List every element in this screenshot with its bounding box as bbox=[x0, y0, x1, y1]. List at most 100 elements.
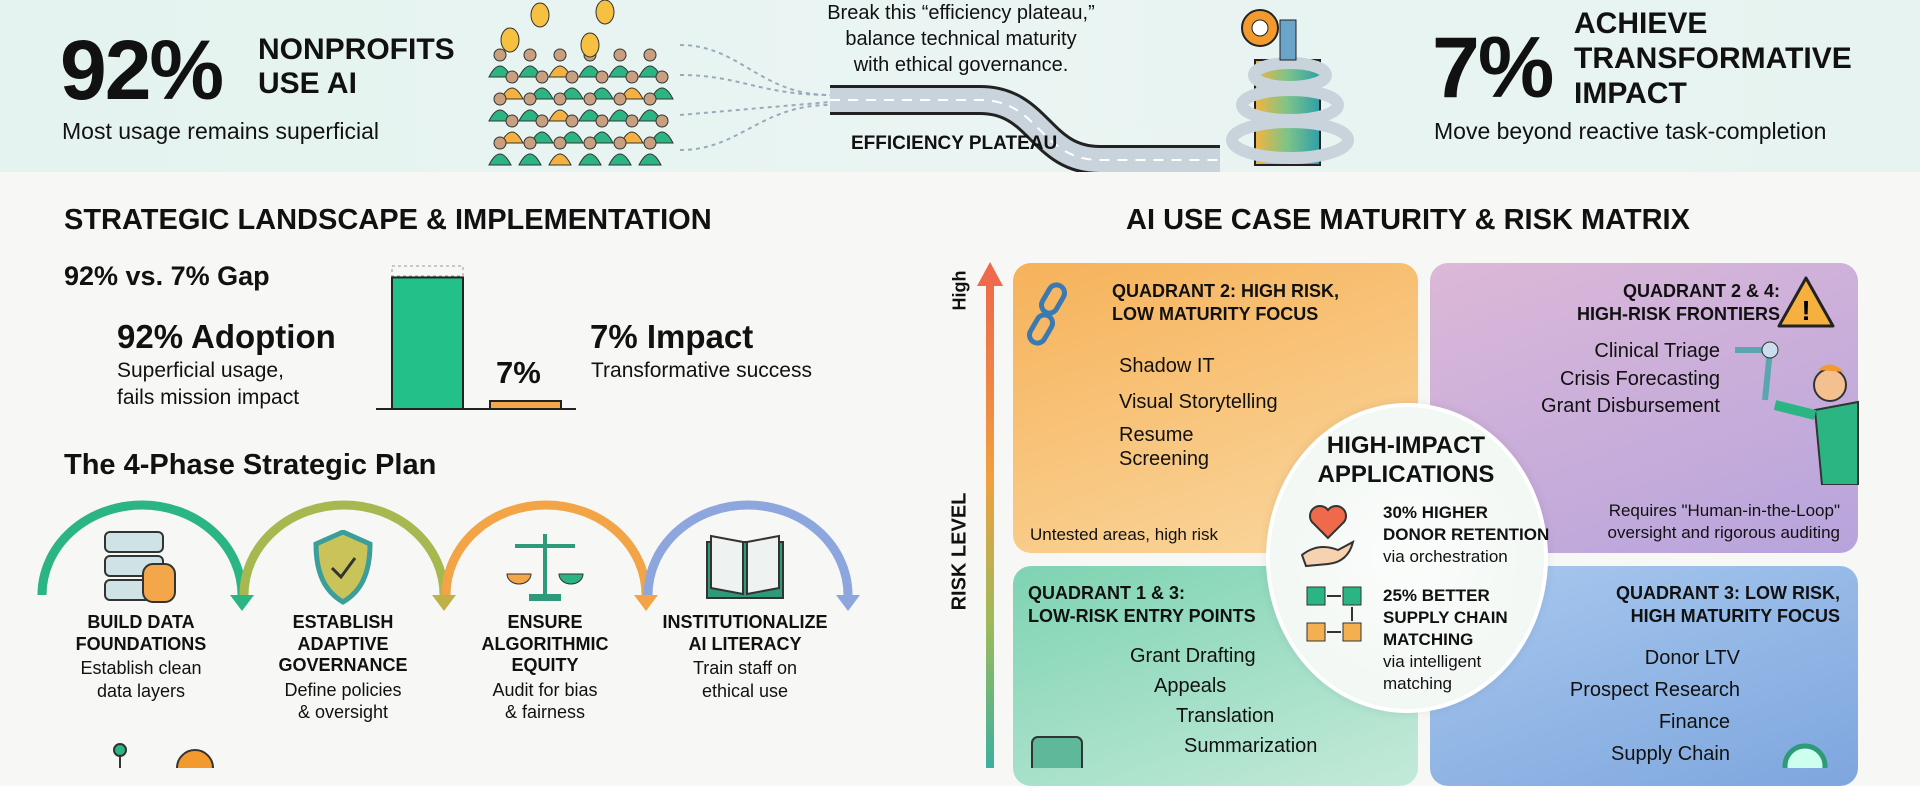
label-line: NONPROFITS bbox=[258, 33, 455, 66]
book-icon bbox=[706, 534, 784, 599]
label-line: IMPACT bbox=[1574, 77, 1687, 111]
quote-line: Break this “efficiency plateau,” bbox=[827, 2, 1095, 24]
adoption-sub: Most usage remains superficial bbox=[62, 118, 380, 144]
use-case-item: Crisis Forecasting bbox=[1559, 367, 1720, 390]
person-head bbox=[655, 114, 669, 128]
stat-note: matching bbox=[1383, 674, 1452, 694]
section-title: STRATEGIC LANDSCAPE & IMPLEMENTATION bbox=[64, 204, 712, 236]
impact-desc: Transformative success bbox=[591, 359, 812, 382]
use-case-item: Grant Disbursement bbox=[1541, 395, 1720, 418]
axis-high-label: High bbox=[949, 270, 970, 311]
people-crowd-icon bbox=[488, 0, 674, 166]
matrix-title: AI USE CASE MATURITY & RISK MATRIX bbox=[1126, 204, 1690, 236]
person-head bbox=[505, 70, 519, 84]
person-head bbox=[535, 114, 549, 128]
person-icon bbox=[638, 153, 662, 166]
use-case-item: Shadow IT bbox=[1119, 355, 1215, 377]
person-head bbox=[493, 92, 507, 106]
person-head bbox=[583, 92, 597, 106]
phase-desc: Establish clean bbox=[80, 658, 202, 679]
person-icon bbox=[488, 153, 512, 166]
person-head bbox=[553, 48, 567, 62]
person-head bbox=[493, 48, 507, 62]
person-head bbox=[523, 48, 537, 62]
person-head bbox=[553, 136, 567, 150]
phase-title: AI LITERACY bbox=[688, 633, 802, 654]
impact-sub: Move beyond reactive task-completion bbox=[1434, 118, 1827, 144]
q13-title: QUADRANT 1 & 3: LOW-RISK ENTRY POINTS bbox=[1028, 582, 1256, 629]
title-line: QUADRANT 1 & 3: bbox=[1028, 583, 1186, 603]
title-line: APPLICATIONS bbox=[1317, 460, 1495, 488]
lightbulb-icon bbox=[500, 27, 520, 53]
q24-note: Requires "Human-in-the-Loop"oversight an… bbox=[1585, 500, 1840, 544]
person-head bbox=[523, 92, 537, 106]
broken-chain-icon bbox=[1027, 282, 1067, 346]
person-head bbox=[583, 136, 597, 150]
phase-desc: data layers bbox=[96, 680, 186, 701]
impact-bar bbox=[489, 400, 562, 410]
person-robot-arm-icon bbox=[1735, 341, 1859, 485]
person-head bbox=[613, 48, 627, 62]
person-icon bbox=[518, 153, 542, 166]
use-case-item: Translation bbox=[1176, 705, 1275, 727]
adoption-desc: Superficial usage, fails mission impact bbox=[117, 357, 299, 412]
title-line: QUADRANT 3: LOW RISK, bbox=[1616, 583, 1840, 603]
adoption-title: 92% Adoption bbox=[117, 318, 336, 355]
title-line: HIGH-IMPACT bbox=[1326, 432, 1486, 459]
phase-title: FOUNDATIONS bbox=[75, 633, 207, 654]
person-head bbox=[643, 48, 657, 62]
label-line: ACHIEVE bbox=[1574, 7, 1708, 40]
person-head bbox=[535, 70, 549, 84]
lightbulb-icon bbox=[580, 32, 600, 58]
person-head bbox=[625, 70, 639, 84]
adoption-stat: 92% bbox=[60, 23, 224, 117]
heart-hand-icon bbox=[1300, 505, 1355, 568]
use-case-item: Clinical Triage bbox=[1594, 340, 1720, 362]
phase-desc: & oversight bbox=[297, 702, 389, 723]
supply-chain-boxes-icon bbox=[1306, 586, 1362, 642]
person-head bbox=[655, 70, 669, 84]
title-line: QUADRANT 2: HIGH RISK, bbox=[1112, 281, 1340, 301]
person-head bbox=[505, 114, 519, 128]
person-head bbox=[565, 114, 579, 128]
quote-text: Break this “efficiency plateau,” balance… bbox=[801, 0, 1121, 78]
use-case-item: Visual Storytelling bbox=[1119, 391, 1278, 413]
road-illustration bbox=[680, 9, 1354, 172]
title-line: QUADRANT 2 & 4: bbox=[1622, 281, 1780, 301]
q3-title: QUADRANT 3: LOW RISK, HIGH MATURITY FOCUS bbox=[1600, 582, 1840, 629]
person-icon bbox=[548, 153, 572, 166]
stat-line: 30% HIGHER bbox=[1383, 503, 1488, 522]
q24-title: QUADRANT 2 & 4: HIGH-RISK FRONTIERS bbox=[1560, 280, 1780, 327]
safe-icon bbox=[1031, 736, 1083, 768]
title-line: LOW-RISK ENTRY POINTS bbox=[1028, 606, 1256, 627]
desc-line: fails mission impact bbox=[117, 386, 300, 410]
stat-supply-chain: 25% BETTER SUPPLY CHAIN MATCHING via int… bbox=[1383, 585, 1508, 695]
phase-desc: Audit for bias bbox=[492, 679, 598, 700]
use-case-item: Finance bbox=[1658, 711, 1730, 733]
axis-label: RISK LEVEL bbox=[948, 492, 971, 611]
phase-title: ADAPTIVE bbox=[297, 633, 389, 654]
stat-line: 25% BETTER bbox=[1383, 586, 1490, 605]
adoption-bar bbox=[391, 276, 464, 410]
impact-stat: 7% bbox=[1432, 20, 1554, 116]
person-head bbox=[595, 114, 609, 128]
risk-axis-arrow bbox=[977, 262, 1003, 768]
impact-bar-label: 7% bbox=[496, 355, 541, 390]
stat-line: DONOR RETENTION bbox=[1383, 525, 1550, 545]
use-case-item: Prospect Research bbox=[1569, 679, 1740, 701]
magnifier-icon bbox=[1782, 743, 1828, 768]
title-line: HIGH MATURITY FOCUS bbox=[1630, 606, 1840, 627]
note-line: Requires "Human-in-the-Loop" bbox=[1608, 501, 1840, 520]
phase-title: ENSURE bbox=[507, 612, 583, 632]
person-head bbox=[565, 70, 579, 84]
label-line: TRANSFORMATIVE bbox=[1574, 42, 1852, 76]
gear-network-icon bbox=[113, 743, 214, 768]
stat-line: SUPPLY CHAIN bbox=[1383, 608, 1508, 628]
title-line: LOW MATURITY FOCUS bbox=[1112, 304, 1319, 325]
phase-desc: Define policies bbox=[284, 679, 402, 700]
phase-arcs bbox=[37, 500, 860, 611]
title-line: HIGH-RISK FRONTIERS bbox=[1576, 304, 1780, 325]
q2-note: Untested areas, high risk bbox=[1030, 525, 1219, 544]
